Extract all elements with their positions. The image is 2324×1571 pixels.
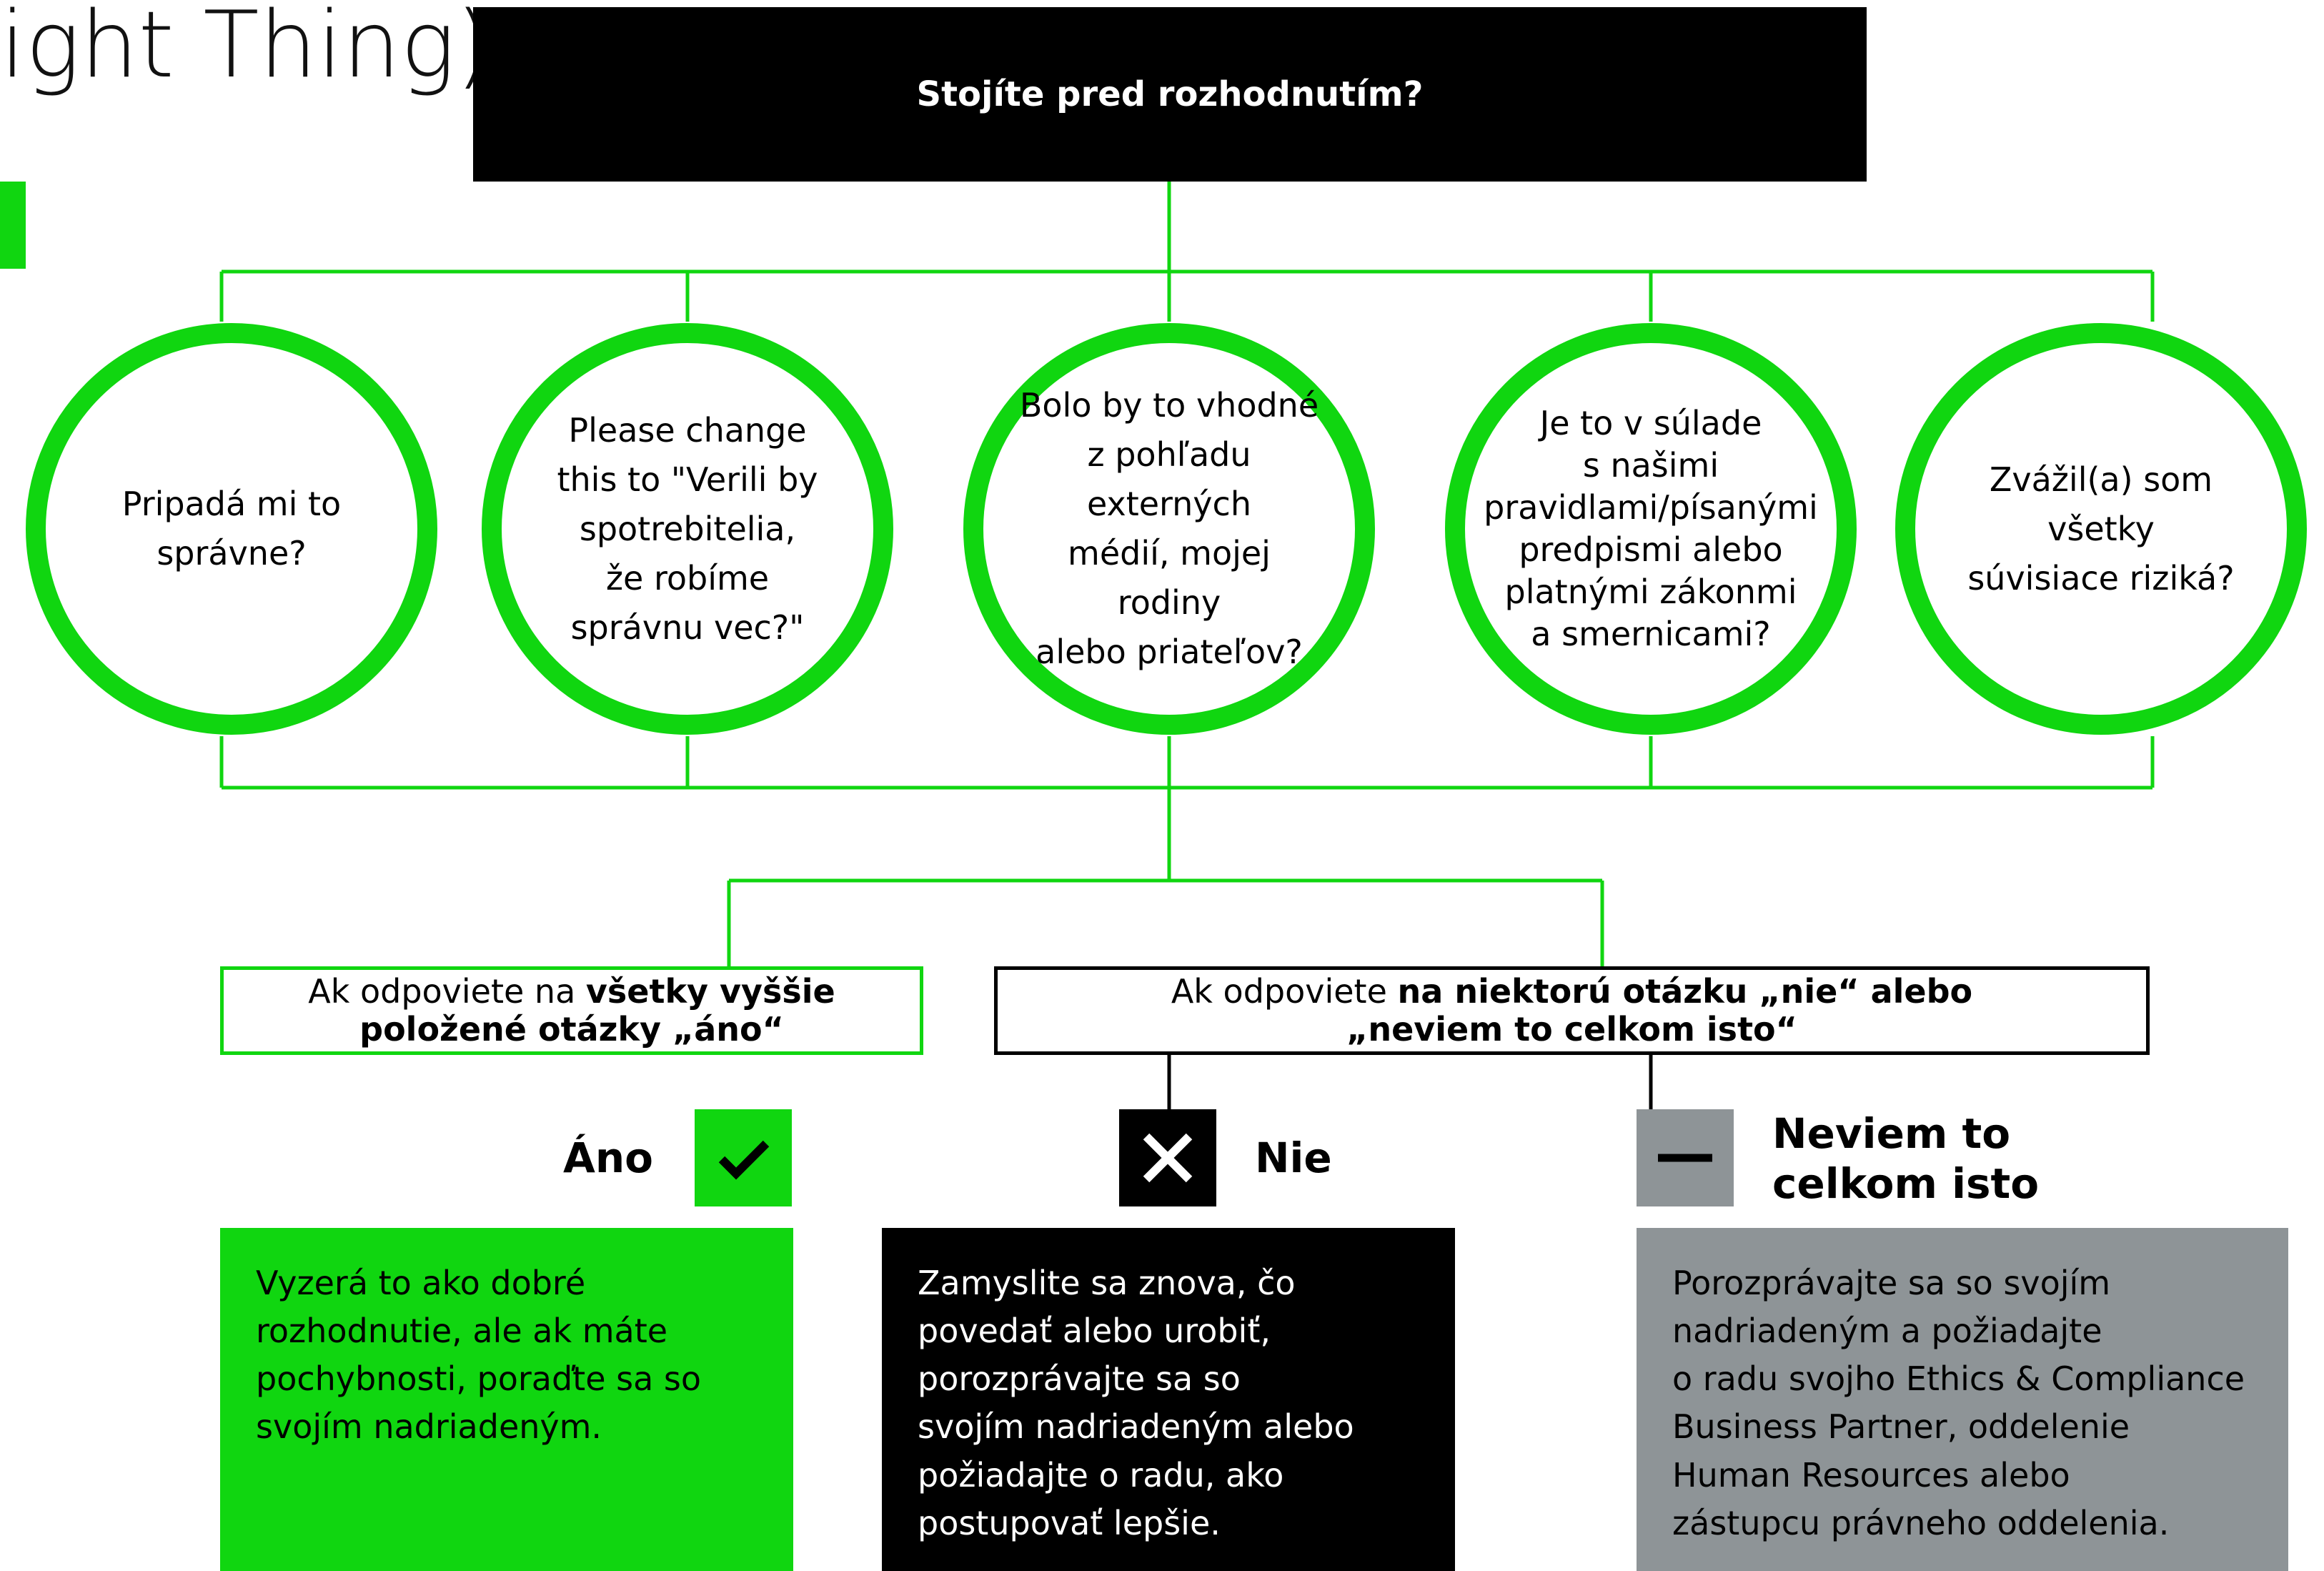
no-condition-bold-2: „neviem to celkom isto“ [1346,1010,1797,1049]
question-3-line-1: Bolo by to vhodné [1019,386,1319,425]
question-1-line-2: správne? [157,534,307,573]
unsure-text-line-1: Porozprávajte sa so svojím [1672,1264,2111,1302]
no-text-line-3: porozprávajte sa so [918,1359,1241,1399]
yes-text-line-1: Vyzerá to ako dobré [256,1264,586,1302]
question-3-line-3: médií, mojej rodiny [1068,534,1271,622]
no-text-line-6: postupovať lepšie. [918,1503,1221,1542]
question-2-line-2: this to "Verili by [557,460,818,499]
question-circle-4: Je to v súlade s našimi pravidlami/písan… [1445,323,1857,735]
question-4-line-3: pravidlami/písanými [1484,488,1818,527]
question-circle-5: Zvážil(a) som všetky súvisiace riziká? [1895,323,2307,735]
question-4-line-2: s našimi [1582,446,1719,485]
question-3-line-4: alebo priateľov? [1036,633,1303,671]
question-2-line-5: správnu vec?" [570,608,805,647]
yes-text-line-4: svojím nadriadeným. [256,1407,602,1447]
check-icon [695,1109,792,1206]
unsure-text-line-4: Business Partner, oddelenie [1672,1407,2130,1447]
no-text-line-4: svojím nadriadeným alebo [918,1407,1354,1447]
no-label: Nie [1255,1134,1332,1182]
yes-condition-box: Ak odpoviete na všetky vyššie položené o… [220,966,923,1055]
question-1-line-1: Pripadá mi to [121,485,342,523]
no-text-line-2: povedať alebo urobiť, [918,1312,1271,1351]
question-4-line-6: a smernicami? [1531,614,1771,653]
yes-condition-prefix: Ak odpoviete na [308,972,586,1011]
minus-icon [1637,1109,1734,1206]
question-4-line-1: Je to v súlade [1539,404,1762,443]
yes-card: Vyzerá to ako dobré rozhodnutie, ale ak … [220,1228,793,1571]
question-5-line-2: súvisiace riziká? [1967,558,2235,598]
no-condition-box: Ak odpoviete na niektorú otázku „nie“ al… [994,966,2150,1055]
question-2-line-4: že robíme [605,558,770,598]
unsure-text-line-2: nadriadeným a požiadajte [1672,1312,2102,1351]
accent-bar [0,182,26,269]
no-card: Zamyslite sa znova, čo povedať alebo uro… [882,1228,1455,1571]
unsure-label-line-1: Neviem to [1772,1109,2011,1158]
no-condition-bold-1: na niektorú otázku „nie“ alebo [1397,972,1973,1011]
question-5-line-1: Zvážil(a) som všetky [1989,460,2213,548]
cross-icon [1119,1109,1216,1206]
yes-label: Áno [563,1134,654,1182]
question-3-line-2: z pohľadu externých [1087,435,1251,523]
main-question-box: Stojíte pred rozhodnutím? [473,7,1867,182]
yes-condition-bold-2: položené otázky „áno“ [359,1010,784,1049]
unsure-text-line-5: Human Resources alebo [1672,1455,2070,1495]
yes-condition-bold-1: všetky vyššie [585,972,835,1011]
no-text-line-5: požiadajte o radu, ako [918,1455,1284,1495]
unsure-label: Neviem to celkom isto [1772,1109,2039,1209]
yes-text-line-3: pochybnosti, poraďte sa so [256,1359,702,1399]
unsure-text-line-3: o radu svojho Ethics & Compliance [1672,1359,2245,1399]
question-circle-2: Please change this to "Verili by spotreb… [482,323,893,735]
yes-text-line-2: rozhodnutie, ale ak máte [256,1312,668,1351]
no-text-line-1: Zamyslite sa znova, čo [918,1264,1296,1302]
question-circle-3: Bolo by to vhodné z pohľadu externých mé… [963,323,1375,735]
no-condition-prefix: Ak odpoviete [1171,972,1398,1011]
question-circle-1: Pripadá mi to správne? [26,323,437,735]
question-4-line-5: platnými zákonmi [1504,572,1797,611]
page-title: ight Thing) [0,0,492,99]
main-question-text: Stojíte pred rozhodnutím? [916,74,1424,114]
question-2-line-1: Please change [568,410,807,450]
question-4-line-4: predpismi alebo [1519,530,1783,569]
unsure-text-line-6: zástupcu právneho oddelenia. [1672,1503,2170,1542]
unsure-card: Porozprávajte sa so svojím nadriadeným a… [1637,1228,2288,1571]
question-2-line-3: spotrebitelia, [579,509,796,548]
unsure-label-line-2: celkom isto [1772,1159,2040,1208]
